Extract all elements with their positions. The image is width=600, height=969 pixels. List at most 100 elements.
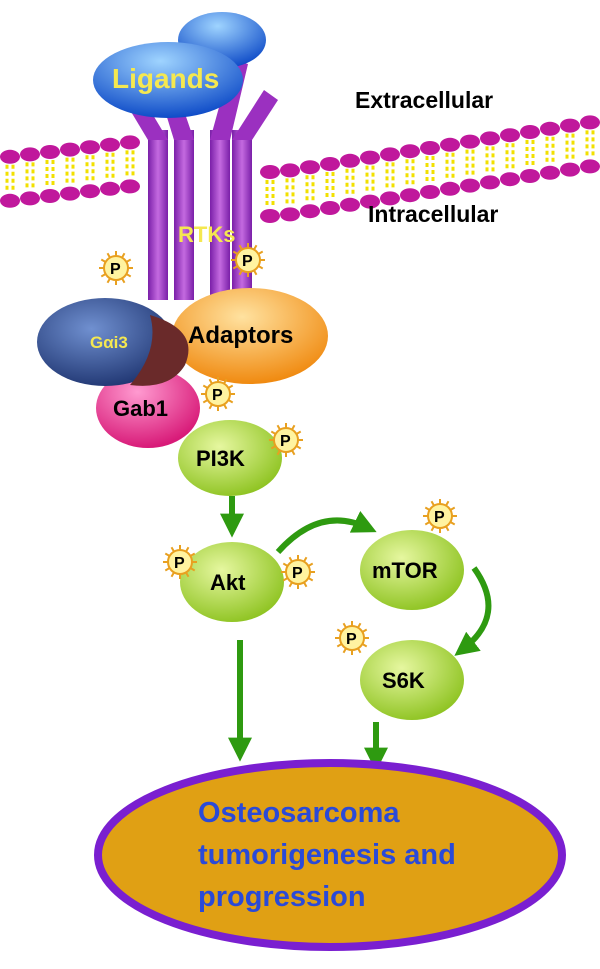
galpha-node: Gαi3	[37, 298, 189, 386]
lipid-tail	[385, 162, 395, 191]
lipid-tail	[305, 175, 315, 204]
lipid-head	[100, 137, 120, 152]
outcome-line3: progression	[198, 881, 366, 913]
lipid-tail	[85, 155, 95, 184]
akt-label: Akt	[210, 570, 246, 595]
phospho-badge: P	[335, 621, 369, 655]
lipid-head	[40, 189, 60, 203]
lipid-head	[540, 165, 560, 180]
lipid-tail	[265, 180, 275, 208]
lipid-tail	[505, 143, 515, 172]
pi3k-node: PI3K	[178, 420, 282, 496]
lipid-head	[520, 169, 540, 183]
arrow-akt-to-mtor	[275, 510, 377, 554]
ligands: Ligands	[93, 12, 266, 118]
lipid-head	[360, 150, 380, 165]
phosphorylation-sites: P P P P P P P P	[99, 243, 457, 655]
phospho-badge: P	[231, 243, 265, 277]
lipid-head	[580, 115, 600, 130]
phospho-label: P	[242, 253, 253, 270]
lipid-head	[300, 160, 320, 175]
mtor-label: mTOR	[372, 558, 438, 583]
lipid-tail	[545, 136, 555, 165]
lipid-head	[0, 193, 20, 208]
galpha-label: Gαi3	[90, 333, 128, 352]
lipid-tail	[45, 160, 55, 188]
lipid-head	[60, 142, 80, 157]
ligands-label: Ligands	[112, 63, 219, 94]
lipid-tail	[285, 178, 295, 207]
lipid-head	[560, 118, 580, 133]
lipid-head	[0, 149, 20, 164]
phospho-badge: P	[281, 555, 315, 589]
phospho-badge: P	[269, 423, 303, 457]
lipid-head	[380, 191, 400, 206]
lipid-head	[580, 159, 600, 174]
phospho-label: P	[212, 387, 223, 404]
lipid-head	[500, 128, 520, 143]
lipid-tail	[425, 156, 435, 184]
phospho-badge: P	[423, 499, 457, 533]
rtks-label: RTKs	[178, 222, 235, 247]
lipid-tail	[565, 133, 575, 162]
lipid-tail	[65, 157, 75, 186]
lipid-head	[420, 141, 440, 155]
mtor-node: mTOR	[360, 530, 464, 610]
lipid-head	[100, 181, 120, 196]
lipid-head	[80, 140, 100, 155]
gab1-node: Gab1	[96, 368, 200, 448]
phospho-badge: P	[99, 251, 133, 285]
cell-membrane	[0, 115, 600, 223]
extracellular-label: Extracellular	[355, 87, 493, 113]
arrow-mtor-to-s6k	[454, 566, 492, 656]
lipid-head	[20, 147, 40, 162]
phospho-label: P	[434, 509, 445, 526]
gab1-label: Gab1	[113, 396, 168, 421]
phospho-badge: P	[201, 377, 235, 411]
phospho-label: P	[346, 631, 357, 648]
lipid-head	[540, 121, 560, 136]
lipid-tail	[585, 130, 595, 159]
lipid-head	[60, 186, 80, 201]
lipid-head	[420, 185, 440, 199]
phospho-label: P	[110, 261, 121, 278]
lipid-tail	[365, 165, 375, 194]
lipid-tail	[325, 172, 335, 200]
lipid-tail	[345, 168, 355, 197]
lipid-head	[500, 172, 520, 187]
pi3k-label: PI3K	[196, 446, 245, 471]
lipid-tail	[465, 149, 475, 178]
lipid-head	[300, 204, 320, 219]
lipid-tail	[105, 152, 115, 181]
lipid-head	[320, 157, 340, 171]
outcome-node: Osteosarcoma tumorigenesis and progressi…	[94, 759, 566, 951]
intracellular-label: Intracellular	[368, 201, 498, 227]
phospho-label: P	[174, 555, 185, 572]
lipid-head	[280, 163, 300, 178]
lipid-head	[560, 162, 580, 177]
lipid-tail	[485, 146, 495, 175]
lipid-head	[480, 131, 500, 146]
lipid-head	[40, 145, 60, 159]
akt-node: Akt	[180, 542, 284, 622]
adaptors-node: Adaptors	[172, 288, 328, 384]
lipid-head	[340, 197, 360, 212]
lipid-head	[460, 134, 480, 149]
lipid-head	[20, 191, 40, 206]
lipid-head	[520, 125, 540, 139]
lipid-head	[360, 194, 380, 209]
lipid-tail	[25, 162, 35, 191]
lipid-head	[280, 207, 300, 222]
lipid-head	[380, 147, 400, 162]
lipid-head	[440, 181, 460, 196]
lipid-tail	[445, 152, 455, 181]
lipid-head	[340, 153, 360, 168]
phospho-label: P	[292, 565, 303, 582]
lipid-head	[80, 184, 100, 199]
lipid-tail	[405, 159, 415, 188]
lipid-head	[260, 209, 280, 223]
phospho-badge: P	[163, 545, 197, 579]
lipid-head	[460, 178, 480, 193]
lipid-head	[400, 144, 420, 159]
